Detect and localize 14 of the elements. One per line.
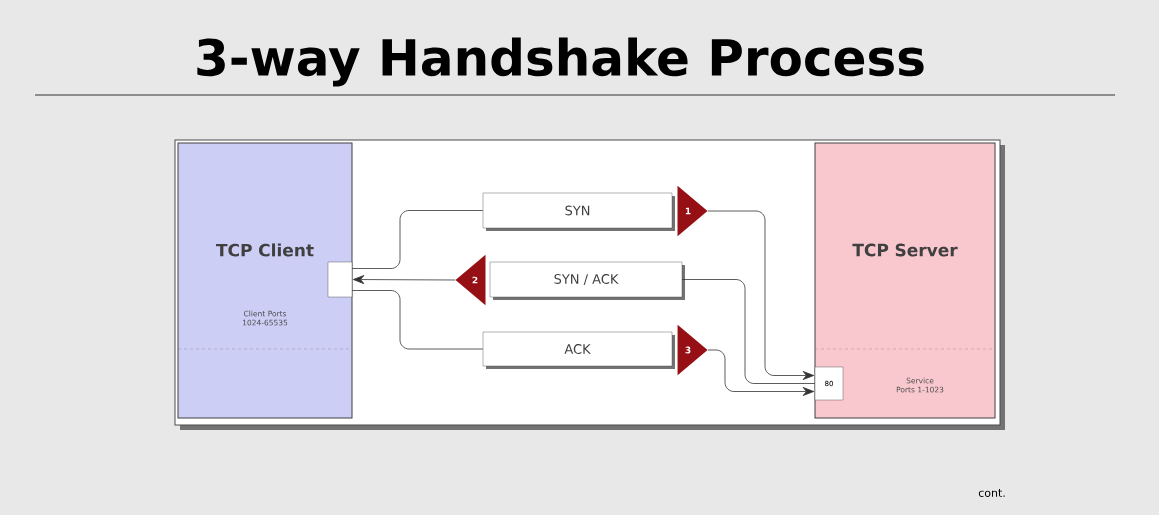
step-badge: 2 (455, 254, 486, 306)
arrow (352, 275, 456, 285)
panel-title: TCP Client (216, 243, 314, 257)
arrow (707, 210, 815, 380)
message-box: ACK (482, 331, 675, 369)
title: 3-way Handshake Process (197, 37, 924, 87)
message-box: SYN (482, 192, 675, 231)
step-badge: 1 (677, 185, 708, 237)
note: cont. (978, 489, 1005, 497)
message-box: SYN / ACK (489, 261, 685, 300)
step-badge: 3 (677, 324, 708, 376)
panel-title: TCP Server (852, 243, 958, 257)
arrow (707, 349, 815, 396)
port-box (327, 261, 353, 298)
